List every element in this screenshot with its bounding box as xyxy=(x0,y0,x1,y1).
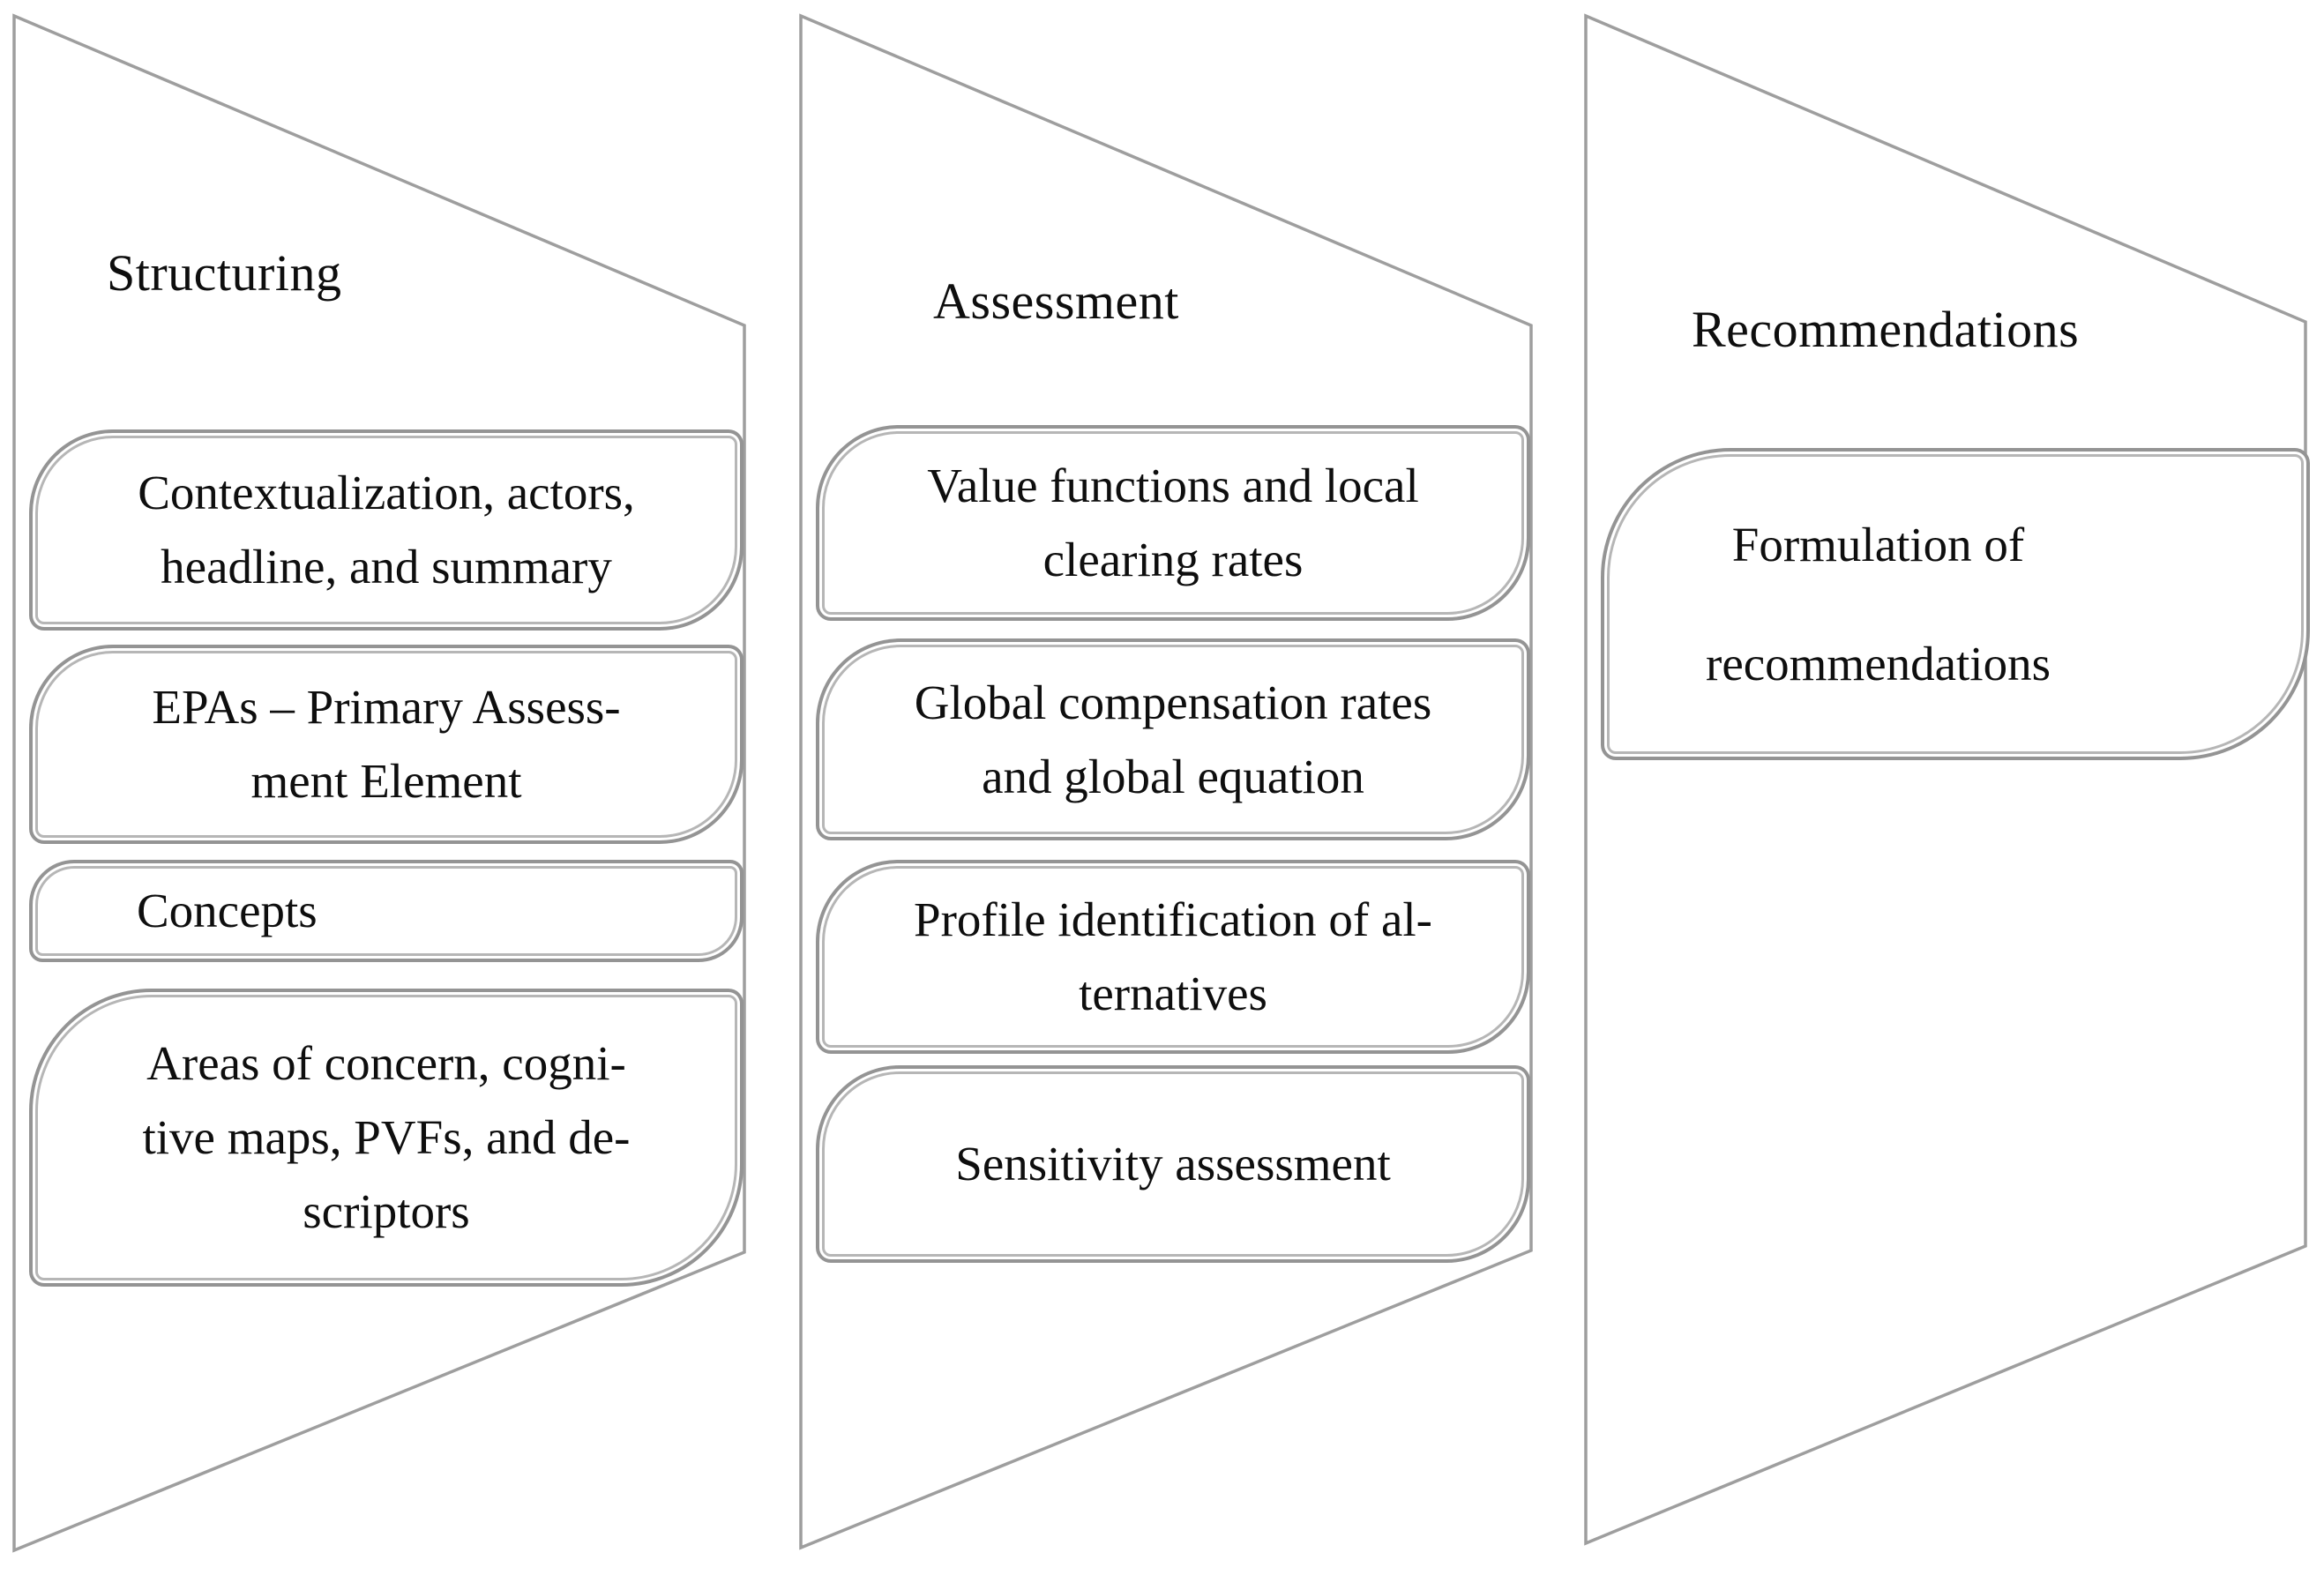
box-formulation-of-recommendations: Formulation of recommendations xyxy=(1607,454,2304,754)
box-concepts: Concepts xyxy=(35,866,737,956)
box-epas-primary-assessment-element: EPAs – Primary Assess- ment Element xyxy=(35,651,737,838)
panel-title-assessment: Assessment xyxy=(933,272,1179,330)
panel-title-recommendations: Recommendations xyxy=(1692,301,2080,358)
box-value-functions: Value functions and local clearing rates xyxy=(822,431,1524,615)
box-sensitivity-assessment: Sensitivity assessment xyxy=(822,1071,1524,1257)
box-areas-of-concern: Areas of concern, cogni- tive maps, PVFs… xyxy=(35,995,737,1280)
box-profile-identification: Profile identification of al- ternatives xyxy=(822,866,1524,1048)
box-contextualization: Contextualization, actors, headline, and… xyxy=(35,436,737,624)
panel-shape-recommendations xyxy=(1584,13,2307,1546)
panel-title-structuring: Structuring xyxy=(107,244,342,302)
box-global-compensation-rates: Global compensation rates and global equ… xyxy=(822,645,1524,834)
